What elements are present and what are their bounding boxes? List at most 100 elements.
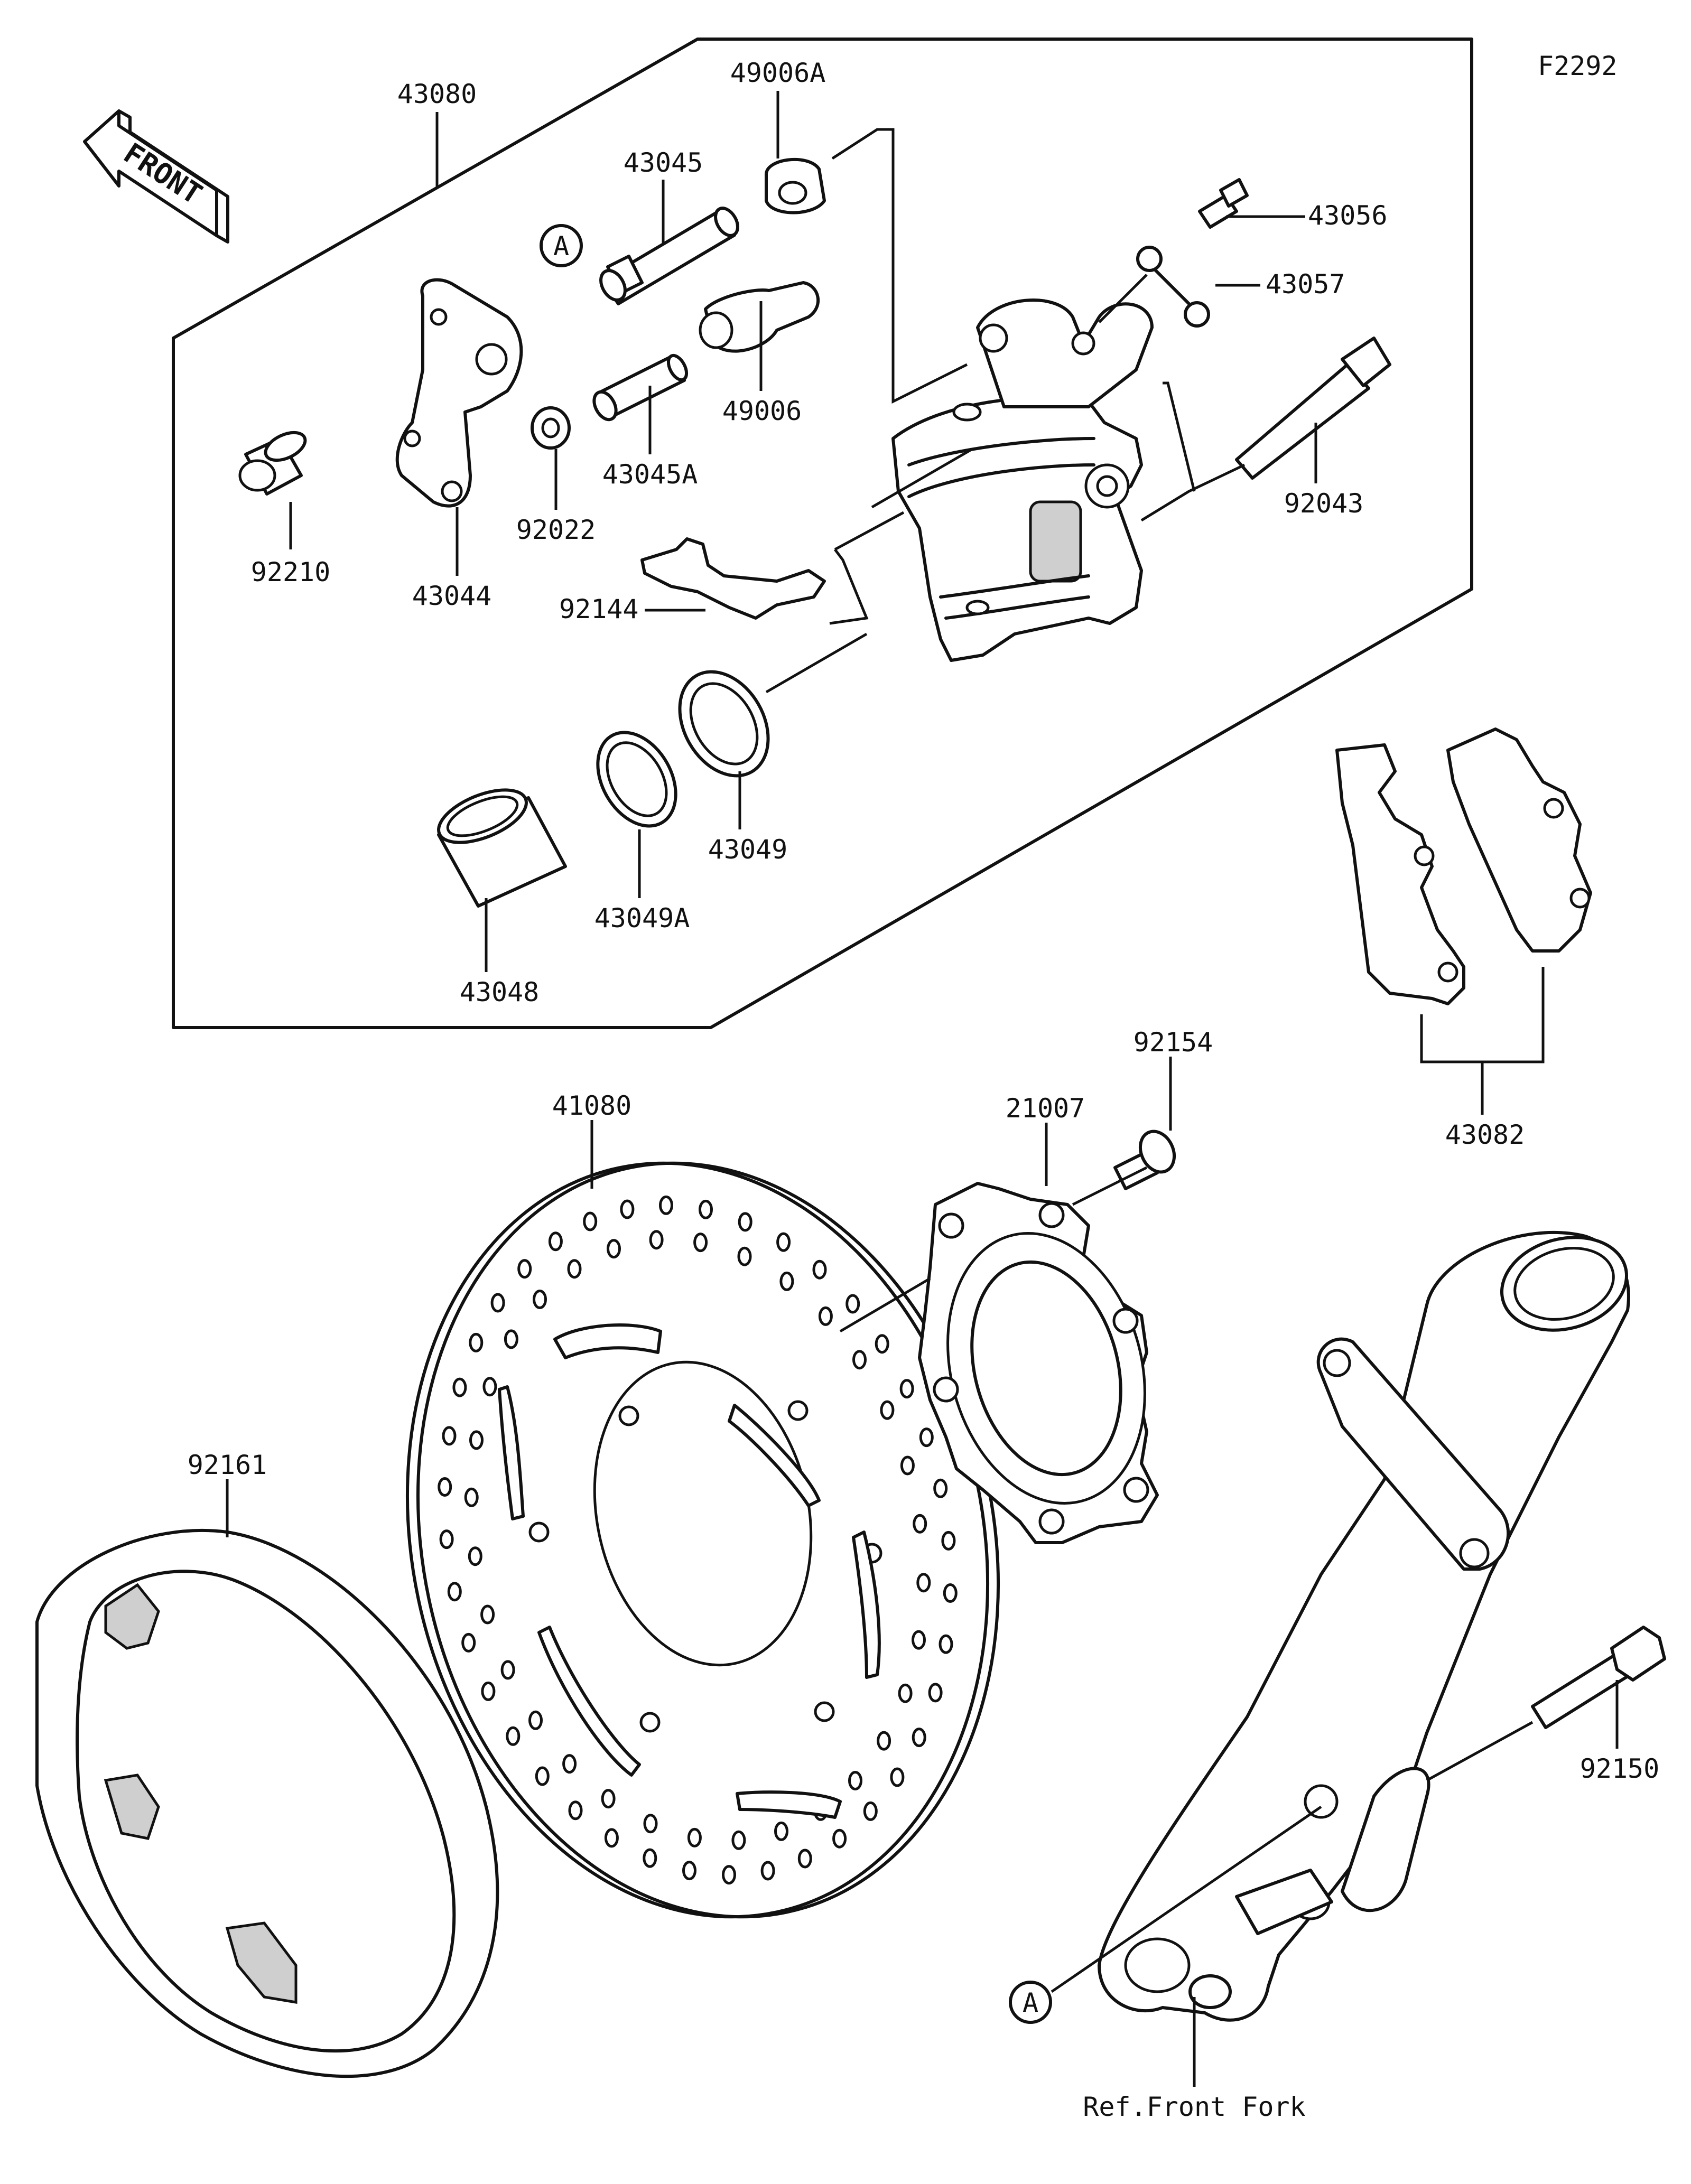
part-label-41080[interactable]: 41080 — [552, 1090, 632, 1121]
disc-vent-hole — [583, 1211, 598, 1231]
part-label-43057[interactable]: 43057 — [1266, 269, 1345, 300]
reference-marker-a-upper-text: A — [553, 231, 569, 262]
disc-vent-hole — [848, 1771, 862, 1790]
boot-49006-drawing — [699, 281, 820, 353]
disc-vent-hole — [468, 1546, 482, 1566]
disc-vent-hole — [913, 1514, 927, 1534]
disc-vent-hole — [832, 1828, 847, 1849]
disc-vent-hole — [928, 1683, 943, 1703]
part-label-43045A[interactable]: 43045A — [602, 459, 698, 490]
disc-vent-hole — [774, 1821, 788, 1841]
disc-vent-hole — [480, 1604, 495, 1625]
sensor-rotor-21007-drawing — [918, 1182, 1159, 1544]
disc-vent-hole — [731, 1830, 746, 1850]
disc-vent-hole — [469, 1332, 484, 1352]
disc-vent-hole — [535, 1766, 550, 1786]
disc-vent-hole — [620, 1199, 635, 1219]
disc-vent-hole — [682, 1861, 696, 1881]
part-label-49006A[interactable]: 49006A — [730, 58, 826, 88]
disc-vent-hole — [447, 1582, 462, 1602]
disc-vent-hole — [548, 1231, 563, 1252]
disc-vent-hole — [687, 1827, 702, 1847]
disc-vent-hole — [846, 1294, 860, 1314]
disc-vent-hole — [506, 1726, 521, 1746]
disc-vent-hole — [812, 1259, 827, 1280]
pin-92043-drawing — [1235, 337, 1391, 480]
part-label-92161[interactable]: 92161 — [188, 1450, 267, 1480]
disc-vent-hole — [481, 1681, 496, 1701]
disc-vent-hole — [643, 1814, 658, 1834]
disc-slots-group — [498, 1323, 881, 1819]
reference-marker-a-upper: A — [540, 224, 583, 267]
disc-mount-hole — [618, 1405, 639, 1426]
disc-vent-hole — [738, 1212, 752, 1232]
disc-vent-hole — [504, 1329, 518, 1349]
part-label-43048[interactable]: 43048 — [460, 977, 540, 1007]
piston-43048-drawing — [437, 788, 567, 908]
disc-vent-hole — [863, 1801, 878, 1821]
part-label-92150[interactable]: 92150 — [1580, 1753, 1660, 1784]
part-label-43080[interactable]: 43080 — [397, 79, 477, 109]
disc-vent-hole — [877, 1731, 891, 1751]
disc-vent-hole — [439, 1529, 454, 1550]
part-label-49006[interactable]: 49006 — [722, 396, 802, 426]
part-label-92043[interactable]: 92043 — [1284, 488, 1364, 519]
part-label-43056[interactable]: 43056 — [1308, 200, 1388, 231]
disc-vent-hole — [699, 1199, 713, 1219]
disc-vent-hole — [912, 1630, 926, 1650]
disc-vent-hole — [797, 1849, 812, 1869]
disc-vent-hole — [941, 1530, 956, 1551]
disc-vent-hole — [482, 1377, 497, 1397]
part-label-92154[interactable]: 92154 — [1133, 1027, 1213, 1058]
disc-vent-hole — [464, 1487, 479, 1507]
pin-43045-drawing — [599, 207, 739, 305]
disc-vent-hole — [875, 1334, 889, 1354]
part-label-43082[interactable]: 43082 — [1445, 1119, 1525, 1150]
washer-92022-drawing — [531, 406, 571, 450]
disc-vent-hole — [528, 1710, 543, 1730]
disc-vent-hole — [722, 1865, 736, 1885]
bleeder-43056-drawing — [1198, 178, 1249, 229]
disc-vent-hole — [916, 1573, 931, 1593]
part-label-43049A[interactable]: 43049A — [594, 903, 690, 934]
disc-mount-hole — [787, 1400, 809, 1421]
disc-vent-hole — [818, 1306, 833, 1326]
part-label-92022[interactable]: 92022 — [516, 515, 596, 545]
disc-vent-hole — [898, 1683, 913, 1703]
caliper-bracket-drawing — [395, 278, 523, 508]
disc-vent-hole — [601, 1789, 616, 1809]
disc-vent-hole — [568, 1800, 583, 1821]
disc-vent-hole — [899, 1379, 914, 1399]
front-direction-arrow-icon: FRONT — [83, 109, 229, 244]
caliper-assembly-box — [172, 38, 1473, 1029]
leader-lines — [226, 91, 1619, 2087]
disc-vent-hole — [562, 1754, 577, 1774]
disc-vent-hole — [607, 1239, 621, 1259]
disc-vent-hole — [779, 1271, 794, 1291]
spring-92144-drawing — [640, 537, 826, 620]
disc-vent-hole — [517, 1259, 532, 1279]
part-labels: 43080 49006A 43045 43056 43057 49006 430… — [188, 58, 1660, 2122]
part-label-43049[interactable]: 43049 — [708, 834, 788, 865]
part-label-43044[interactable]: 43044 — [412, 581, 492, 611]
part-label-ref-front-fork[interactable]: Ref.Front Fork — [1083, 2092, 1305, 2122]
disc-vent-hole — [890, 1767, 905, 1787]
disc-vent-hole — [442, 1426, 457, 1446]
disc-vent-hole — [939, 1634, 953, 1654]
front-fork-leg-drawing — [1098, 1230, 1630, 2022]
reference-marker-a-lower-text: A — [1023, 1987, 1038, 2018]
bushing-92210-drawing — [238, 431, 307, 496]
part-label-92210[interactable]: 92210 — [251, 557, 331, 587]
bolt-92150-drawing — [1531, 1626, 1666, 1729]
cover-92161-drawing — [35, 1528, 499, 2078]
part-label-21007[interactable]: 21007 — [1006, 1093, 1085, 1124]
part-label-43045[interactable]: 43045 — [624, 147, 703, 178]
disc-vent-hole — [490, 1293, 505, 1313]
disc-vent-hole — [943, 1583, 958, 1603]
part-label-92144[interactable]: 92144 — [559, 594, 639, 624]
disc-vent-hole — [567, 1259, 582, 1279]
disc-vent-hole — [737, 1246, 752, 1266]
disc-vent-hole — [649, 1230, 664, 1250]
disc-vent-hole — [469, 1430, 484, 1450]
